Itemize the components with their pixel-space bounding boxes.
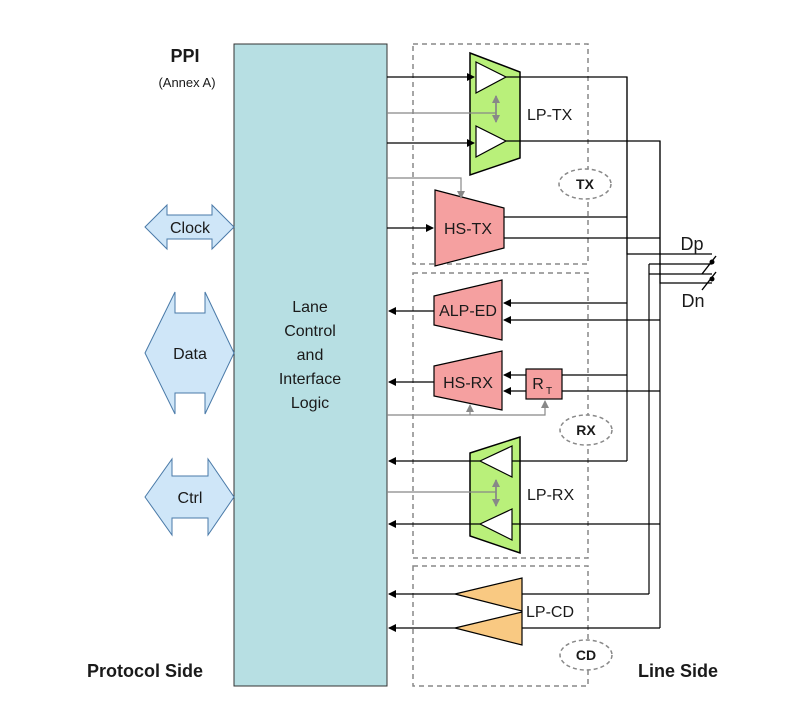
data-label: Data [173, 346, 207, 363]
alp-ed-label: ALP-ED [439, 303, 497, 320]
lp-tx-upper-buffer [475, 61, 508, 94]
rx-tag: RX [576, 422, 596, 438]
rt-termination-block [525, 368, 563, 400]
dp-switch [701, 255, 717, 275]
lane-control-block [233, 43, 388, 687]
tx-group-box [412, 43, 589, 265]
hs-rx-block [433, 350, 503, 411]
ppi-subtitle: (Annex A) [158, 75, 215, 90]
hs-rx-label: HS-RX [443, 375, 493, 392]
rt-subscript: T [546, 386, 552, 397]
core-line-2: Control [284, 323, 336, 340]
cd-tag: CD [576, 647, 596, 663]
wire-lptx-dn [506, 140, 712, 284]
hs-tx-block [434, 189, 505, 267]
wire-lptx-dp [506, 76, 712, 255]
hs-tx-label: HS-TX [444, 221, 492, 238]
lp-tx-lower-buffer [475, 125, 508, 158]
line-side-label: Line Side [638, 661, 718, 681]
dn-pin-dot [709, 276, 715, 282]
tx-tag-oval [558, 168, 612, 200]
core-line-1: Lane [292, 299, 328, 316]
dn-switch [701, 271, 717, 291]
ppi-title: PPI [170, 46, 199, 66]
protocol-side-label: Protocol Side [87, 661, 203, 681]
core-line-4: Interface [279, 371, 341, 388]
clock-label: Clock [170, 220, 211, 237]
wire-core-rt-ctrl [387, 400, 549, 416]
tx-tag: TX [576, 176, 595, 192]
core-line-3: and [297, 347, 324, 364]
lp-tx-label: LP-TX [527, 107, 573, 124]
rx-tag-oval [559, 414, 613, 446]
cd-tag-oval [559, 639, 613, 671]
data-port-arrow [144, 291, 235, 415]
core-line-5: Logic [291, 395, 329, 412]
lp-cd-upper [454, 577, 523, 612]
wire-core-hstx-ctrl [387, 177, 465, 199]
dp-label: Dp [680, 234, 703, 254]
dn-label: Dn [681, 291, 704, 311]
clock-port-arrow [144, 203, 235, 251]
ctrl-port-arrow [144, 457, 235, 537]
lp-cd-lower [454, 611, 523, 646]
rt-label: R [532, 376, 544, 393]
dp-pin-dot [709, 259, 715, 265]
cd-group-box [412, 565, 589, 687]
lp-rx-label: LP-RX [527, 487, 574, 504]
ctrl-label: Ctrl [178, 490, 203, 507]
alp-ed-block [433, 279, 503, 341]
lp-cd-label: LP-CD [526, 604, 574, 621]
